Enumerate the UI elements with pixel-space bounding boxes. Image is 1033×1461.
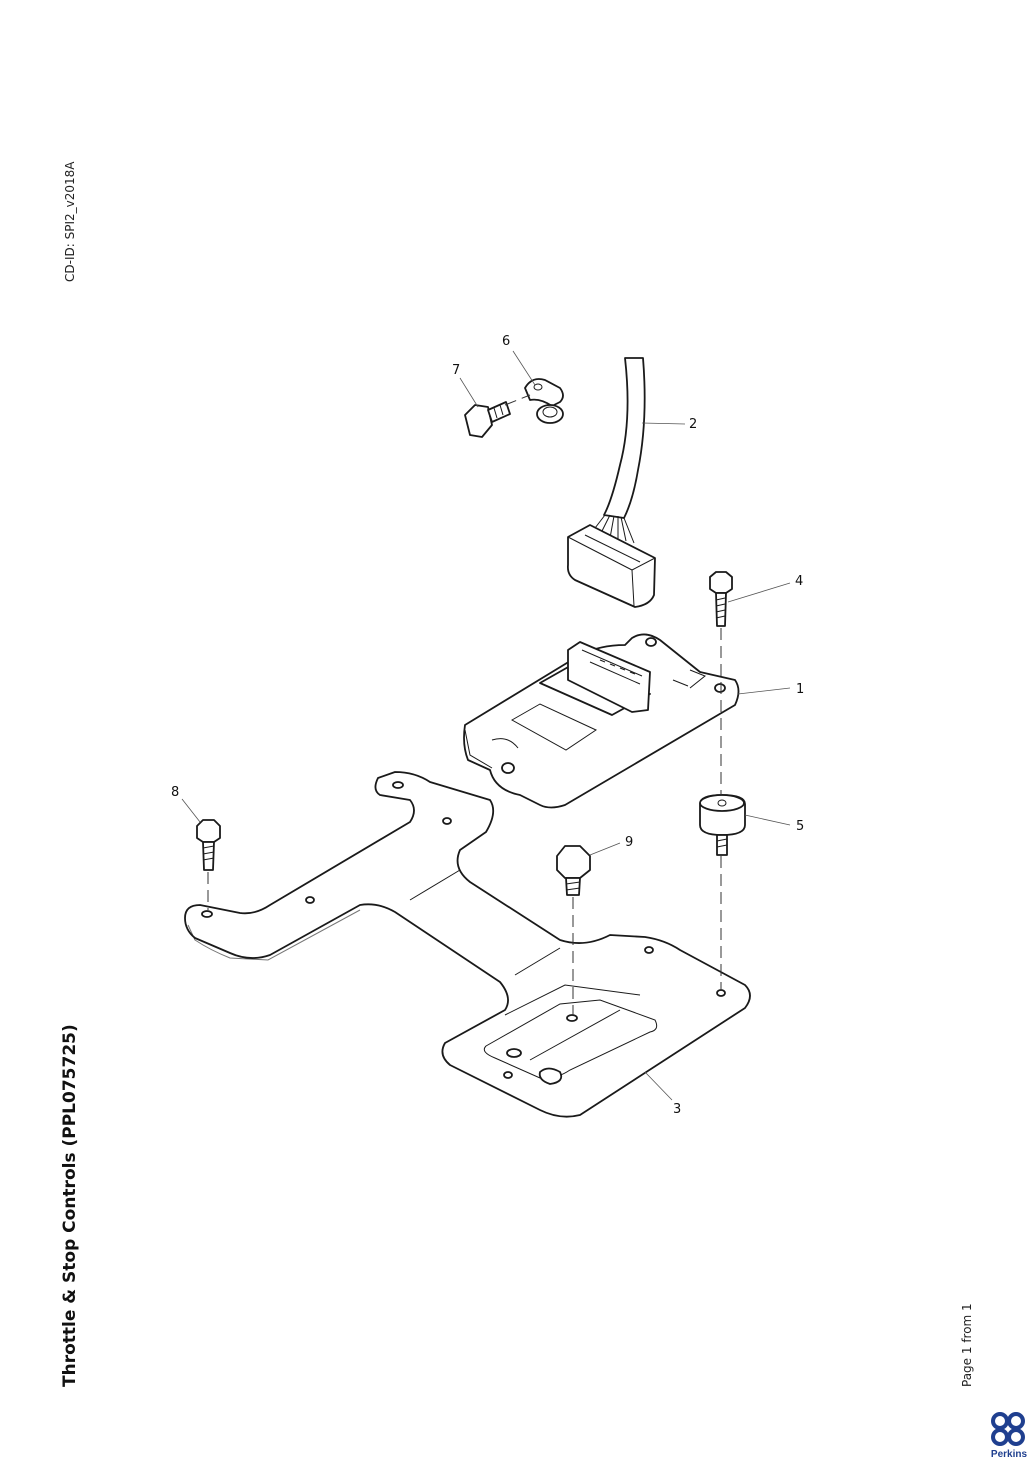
callout-2: 2	[689, 417, 697, 432]
part-1-control-module	[463, 633, 740, 809]
perkins-logo-icon	[991, 1412, 1025, 1446]
callout-1: 1	[796, 682, 804, 697]
part-4-bolt	[709, 571, 733, 627]
leader-line-2	[641, 422, 686, 425]
leader-line-3	[644, 1071, 673, 1101]
part-5-isolator-mount	[699, 794, 746, 856]
callout-7: 7	[452, 363, 460, 378]
leader-line-6	[512, 350, 536, 386]
logo-text: Perkins	[990, 1449, 1028, 1460]
callout-4: 4	[795, 574, 803, 589]
callout-9: 9	[625, 835, 633, 850]
callout-6: 6	[502, 334, 510, 349]
part-2-harness-connector	[566, 357, 656, 608]
leader-line-8	[181, 798, 201, 823]
assembly-line-7-6	[504, 394, 531, 406]
part-9-bolt	[556, 845, 591, 896]
part-6-p-clip	[524, 378, 564, 424]
callout-8: 8	[171, 785, 179, 800]
part-7-screw	[464, 401, 511, 438]
perkins-logo: Perkins	[986, 1410, 1032, 1460]
leader-line-4	[727, 582, 791, 603]
leader-line-9	[589, 842, 621, 856]
leader-line-7	[459, 377, 479, 408]
callout-3: 3	[673, 1102, 681, 1117]
leader-line-5	[744, 814, 791, 826]
leader-line-1	[737, 687, 791, 695]
part-3-bracket	[184, 771, 751, 1118]
part-8-bolt	[196, 819, 221, 871]
callout-5: 5	[796, 819, 804, 834]
